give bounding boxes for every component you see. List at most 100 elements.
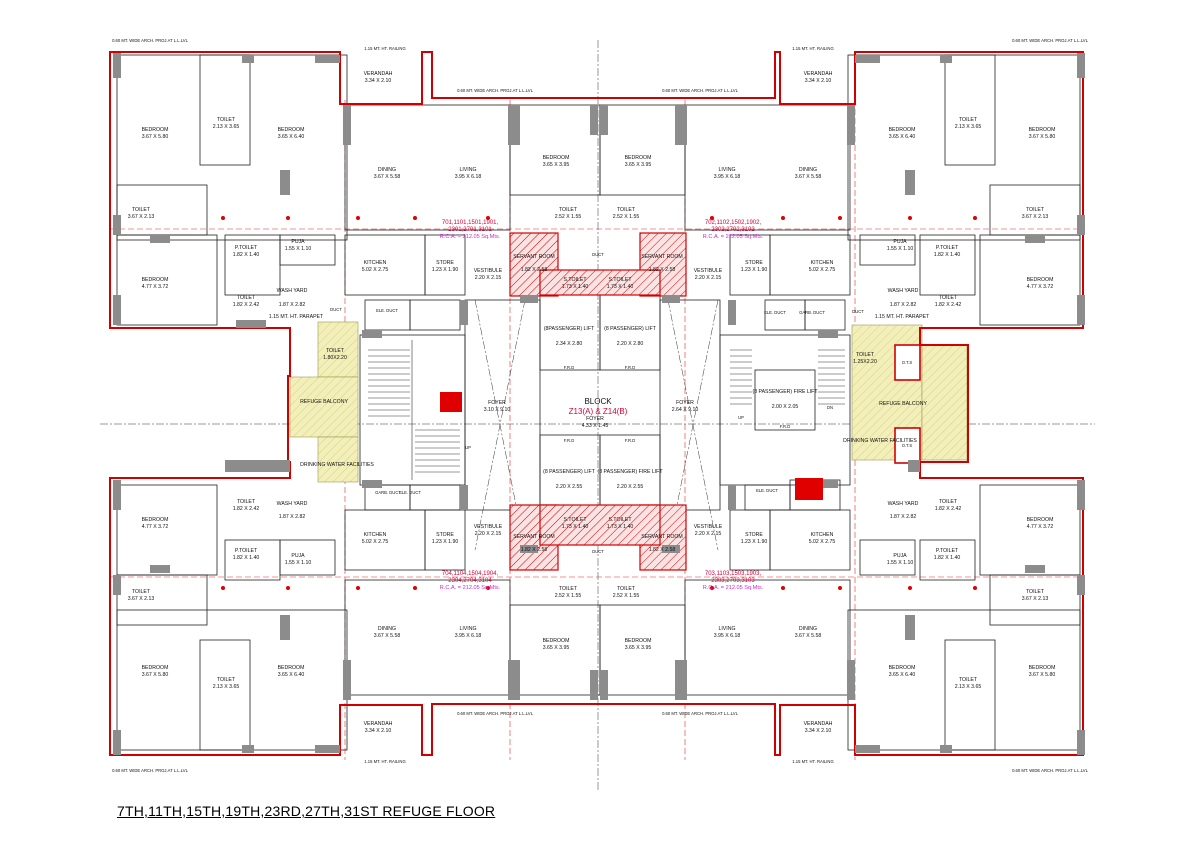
svg-text:1.23 X 1.90: 1.23 X 1.90 [741, 267, 768, 273]
svg-text:(8 PASSENGER) FIRE LIFT: (8 PASSENGER) FIRE LIFT [597, 469, 663, 475]
rca-top-left: R.C.A. = 212.05 Sq.Mts. [440, 234, 501, 240]
svg-text:STORE: STORE [745, 532, 763, 538]
svg-text:KITCHEN: KITCHEN [811, 532, 834, 538]
svg-text:BEDROOM: BEDROOM [543, 638, 570, 644]
staircase-right [730, 349, 845, 405]
svg-text:VESTIBULE: VESTIBULE [694, 268, 723, 274]
svg-text:LIVING: LIVING [459, 626, 476, 632]
svg-text:BEDROOM: BEDROOM [142, 665, 169, 671]
svg-text:BEDROOM: BEDROOM [142, 277, 169, 283]
svg-text:2.13 X 3.65: 2.13 X 3.65 [213, 124, 240, 130]
svg-text:DINING: DINING [799, 626, 817, 632]
svg-text:3.34 X 2.10: 3.34 X 2.10 [365, 78, 392, 84]
svg-text:TOILET: TOILET [132, 589, 151, 595]
svg-text:STORE: STORE [745, 260, 763, 266]
svg-text:DUCT: DUCT [592, 549, 604, 554]
flat-nos-top-left: 701,1101,1501,1901, [442, 220, 499, 226]
svg-text:TOILET: TOILET [217, 677, 236, 683]
svg-text:ELE. DUCT: ELE. DUCT [764, 310, 786, 315]
svg-text:WASH YARD: WASH YARD [888, 288, 919, 294]
svg-text:3.67 X 5.58: 3.67 X 5.58 [374, 633, 401, 639]
svg-text:ELE. DUCT: ELE. DUCT [756, 488, 778, 493]
svg-text:TOILET: TOILET [1026, 589, 1045, 595]
svg-text:4.77 X 3.72: 4.77 X 3.72 [142, 524, 169, 530]
svg-text:ELE. DUCT: ELE. DUCT [376, 308, 398, 313]
svg-text:2.52 X 1.55: 2.52 X 1.55 [613, 593, 640, 599]
svg-text:1.82 X 2.58: 1.82 X 2.58 [521, 267, 548, 273]
svg-text:1.82 X 1.40: 1.82 X 1.40 [233, 252, 260, 258]
svg-text:O.T.S: O.T.S [902, 443, 913, 448]
svg-text:3.67 X 2.13: 3.67 X 2.13 [1022, 214, 1049, 220]
svg-text:3.67 X 5.80: 3.67 X 5.80 [1029, 134, 1056, 140]
flat-nos-bottom-left: 704,1104,1504,1904, [442, 571, 499, 577]
svg-text:BEDROOM: BEDROOM [1029, 127, 1056, 133]
svg-text:SERVANT ROOM: SERVANT ROOM [513, 534, 555, 540]
svg-text:S.TOILET: S.TOILET [609, 517, 633, 523]
svg-text:2.20 X 2.55: 2.20 X 2.55 [617, 484, 644, 490]
svg-text:F.R.D: F.R.D [625, 365, 635, 370]
svg-text:1.82 X 2.42: 1.82 X 2.42 [935, 302, 962, 308]
flat-top-left: BEDROOM 3.67 X 5.80 TOILET 2.13 X 3.65 B… [128, 71, 589, 320]
svg-text:3.65 X 6.40: 3.65 X 6.40 [889, 134, 916, 140]
svg-text:P.TOILET: P.TOILET [235, 548, 258, 554]
svg-text:1.82 X 1.40: 1.82 X 1.40 [934, 555, 961, 561]
flat-nos-bottom-left-2: 2304,2704,3104 [448, 578, 492, 584]
flat-nos-top-right-2: 2302,2702,3102 [711, 227, 755, 233]
svg-text:PUJA: PUJA [893, 239, 907, 245]
svg-text:1.80X2.20: 1.80X2.20 [323, 355, 347, 361]
svg-text:TOILET: TOILET [237, 295, 256, 301]
svg-text:(8 PASSENGER) FIRE LIFT: (8 PASSENGER) FIRE LIFT [752, 389, 818, 395]
arch-proj-label-bl: 0.60 MT. WIDE ARCH. PROJ.AT L.L.LVL [112, 768, 189, 773]
svg-text:1.82 X 1.40: 1.82 X 1.40 [233, 555, 260, 561]
svg-text:1.55 X 1.10: 1.55 X 1.10 [285, 246, 312, 252]
svg-text:1.87 X 2.82: 1.87 X 2.82 [890, 514, 917, 520]
svg-text:KITCHEN: KITCHEN [364, 532, 387, 538]
svg-text:2.20 X 2.55: 2.20 X 2.55 [556, 484, 583, 490]
svg-text:TOILET: TOILET [959, 677, 978, 683]
svg-text:KITCHEN: KITCHEN [364, 260, 387, 266]
railing-label-br: 1.15 MT. HT. RAILING [792, 759, 833, 764]
svg-text:1.55 X 1.10: 1.55 X 1.10 [887, 560, 914, 566]
svg-text:1.23 X 1.90: 1.23 X 1.90 [432, 539, 459, 545]
svg-text:2.20 X 2.80: 2.20 X 2.80 [617, 341, 644, 347]
svg-text:FOYER: FOYER [488, 400, 506, 406]
svg-text:3.65 X 6.40: 3.65 X 6.40 [278, 134, 305, 140]
svg-text:VERANDAH: VERANDAH [364, 71, 393, 77]
svg-text:REFUGE BALCONY: REFUGE BALCONY [300, 399, 348, 405]
svg-text:BEDROOM: BEDROOM [142, 127, 169, 133]
svg-text:TOILET: TOILET [237, 499, 256, 505]
svg-text:1.73 X 1.40: 1.73 X 1.40 [562, 524, 589, 530]
svg-text:3.67 X 5.80: 3.67 X 5.80 [1029, 672, 1056, 678]
svg-text:TOILET: TOILET [617, 207, 636, 213]
svg-text:3.34 X 2.10: 3.34 X 2.10 [805, 78, 832, 84]
svg-text:DUCT: DUCT [592, 252, 604, 257]
svg-text:LIVING: LIVING [459, 167, 476, 173]
svg-text:WASH YARD: WASH YARD [888, 501, 919, 507]
railing-label-tr: 1.15 MT. HT. RAILING [792, 46, 833, 51]
flat-top-right: BEDROOM 3.67 X 5.80 TOILET 2.13 X 3.65 B… [607, 71, 1056, 320]
svg-text:WASH YARD: WASH YARD [277, 288, 308, 294]
block-label: BLOCK [584, 397, 612, 406]
svg-text:F.R.D: F.R.D [564, 365, 574, 370]
flat-nos-bottom-right: 703,1103,1503,1903, [705, 571, 762, 577]
svg-text:TOILET: TOILET [959, 117, 978, 123]
svg-text:1.87 X 2.82: 1.87 X 2.82 [890, 302, 917, 308]
svg-text:DN: DN [827, 405, 833, 410]
svg-text:BEDROOM: BEDROOM [142, 517, 169, 523]
svg-text:F.R.D: F.R.D [780, 424, 790, 429]
arch-proj-label-tl: 0.60 MT. WIDE ARCH. PROJ.AT L.L.LVL [112, 38, 189, 43]
svg-text:P.TOILET: P.TOILET [936, 245, 959, 251]
svg-text:TOILET: TOILET [559, 207, 578, 213]
svg-text:TOILET: TOILET [326, 348, 345, 354]
svg-text:STORE: STORE [436, 532, 454, 538]
svg-text:UP: UP [738, 415, 744, 420]
svg-text:1.23 X 1.90: 1.23 X 1.90 [432, 267, 459, 273]
svg-text:2.20 X 2.15: 2.20 X 2.15 [695, 275, 722, 281]
svg-text:2.20 X 2.15: 2.20 X 2.15 [695, 531, 722, 537]
svg-text:FOYER: FOYER [676, 400, 694, 406]
svg-text:VERANDAH: VERANDAH [364, 721, 393, 727]
flat-nos-bottom-right-2: 2303,2703,3103 [711, 578, 755, 584]
svg-text:TOILET: TOILET [939, 295, 958, 301]
svg-text:3.65 X 3.95: 3.65 X 3.95 [625, 645, 652, 651]
svg-text:3.67 X 5.80: 3.67 X 5.80 [142, 134, 169, 140]
